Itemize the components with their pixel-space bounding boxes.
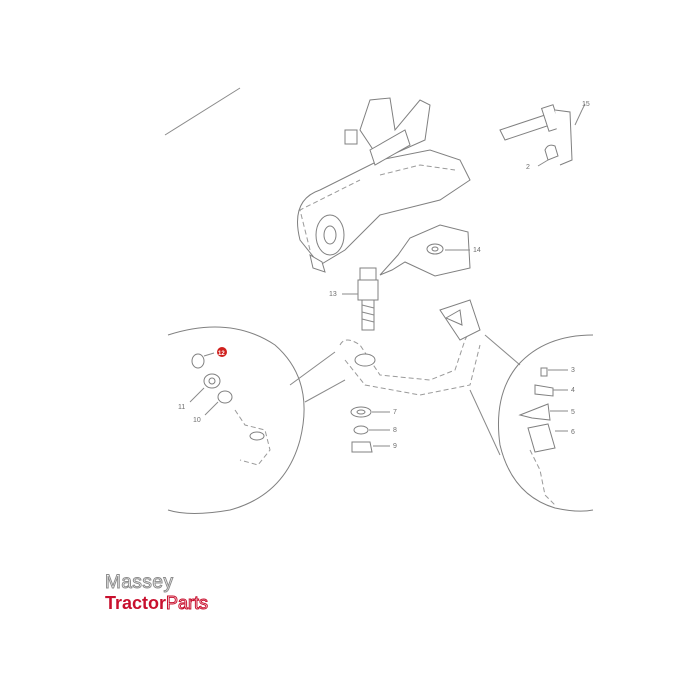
callout-8: 8 [393,427,397,434]
callout-9: 9 [393,443,397,450]
guide-line [164,87,241,136]
highlight-marker [217,347,227,357]
callout-12: 12 [218,351,225,357]
callout-11: 11 [178,404,185,411]
pin-13 [357,267,379,331]
detail-bubble-14 [379,224,471,277]
callout-2: 2 [526,164,530,171]
callout-7: 7 [393,409,397,416]
callout-14: 14 [473,247,481,254]
callout-15: 15 [582,101,590,108]
callout-4: 4 [571,387,575,394]
detail-circle-right [469,334,594,512]
lower-arm [339,299,481,396]
callout-10: 10 [193,417,201,424]
housing-assembly [297,97,471,273]
callout-6: 6 [571,429,575,436]
logo-parts-text: Parts [166,593,209,613]
logo-tractorparts-line: TractorParts [105,593,209,613]
callout-3: 3 [571,367,575,374]
callout-5: 5 [571,409,575,416]
logo-massey-text: Massey [104,572,174,593]
detail-circle-left [167,326,346,514]
brand-logo: Massey TractorParts [104,572,209,613]
top-shaft [499,104,583,166]
logo-tractor-text: Tractor [105,593,167,613]
washer-stack [350,406,373,453]
callout-13: 13 [329,291,337,298]
